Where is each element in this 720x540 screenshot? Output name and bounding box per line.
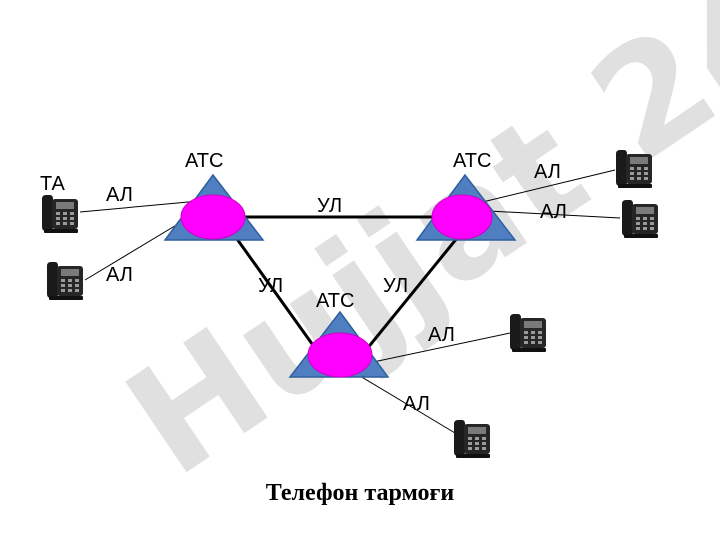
trunk-lines [230,215,464,356]
line-left-upper [79,199,211,213]
label-al-right-lower: АЛ [540,201,567,223]
trunk-right [360,231,464,356]
label-al-bottom-lower: АЛ [403,393,430,415]
exchange-left [163,173,265,241]
label-ats-left: АТС [185,150,223,172]
label-al-left-upper: АЛ [106,184,133,206]
telephone-icon [616,150,652,188]
diagram-caption: Телефон тармоғи [265,480,455,506]
label-al-left-lower: АЛ [106,264,133,286]
exchange-ellipse [307,332,373,378]
exchange-ellipse [180,194,246,240]
exchange-ellipse [431,194,493,240]
telephone-icon [454,420,490,458]
telephone-icon [510,314,546,352]
line-right-lower [469,209,621,219]
watermark: Hujjat 24 [98,0,720,510]
label-ats-bottom: АТС [316,290,354,312]
label-al-bottom-right: АЛ [428,324,455,346]
label-ul-right: УЛ [383,275,408,297]
label-ta: ТА [40,173,66,195]
line-bottom-lower [349,369,461,437]
line-right-upper [469,169,616,206]
telephone-icon [622,200,658,238]
exchange-right [415,173,517,241]
trunk-left [230,231,322,356]
telephone-icon [42,195,78,233]
label-ul-left: УЛ [258,275,283,297]
label-ats-right: АТС [453,150,491,172]
telephone-icon [47,262,83,300]
exchange-bottom [288,310,390,378]
label-al-right-upper: АЛ [534,161,561,183]
label-ul-top: УЛ [317,195,342,217]
